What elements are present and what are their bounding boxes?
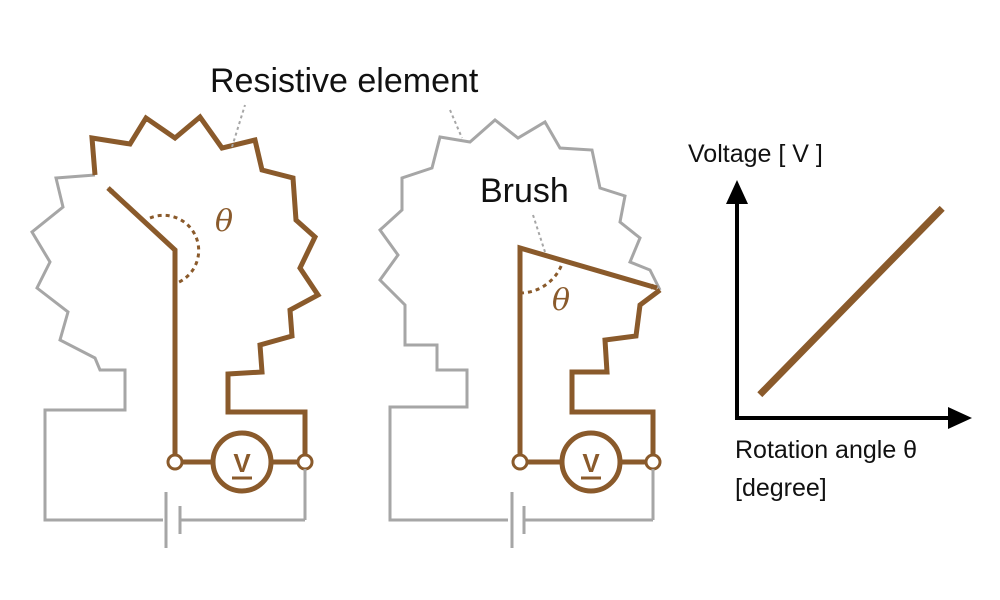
x-axis-arrowhead — [948, 407, 972, 429]
x-axis-label: Rotation angle θ — [735, 436, 918, 464]
left-angle-symbol: θ — [215, 204, 234, 239]
middle-angle-symbol: θ — [552, 283, 571, 318]
resistive-element-leader — [231, 104, 246, 148]
middle-angle-arc — [519, 260, 565, 295]
brush-leader — [532, 214, 546, 253]
left-resistive-active — [89, 113, 322, 460]
left-resistive-inactive — [30, 173, 163, 522]
left-brush — [106, 186, 178, 460]
brush-label: Brush — [480, 172, 569, 210]
left-potentiometer: V — [30, 113, 322, 548]
middle-voltmeter-symbol: V — [582, 448, 600, 478]
middle-voltmeter — [559, 430, 623, 494]
middle-terminal-end — [644, 453, 662, 471]
left-voltmeter — [210, 430, 274, 494]
left-terminal-brush — [166, 453, 184, 471]
middle-potentiometer: V — [378, 118, 662, 548]
resistive-element-label: Resistive element — [210, 62, 479, 100]
series-line — [757, 205, 945, 398]
voltage-graph — [726, 180, 972, 429]
middle-resistive-inactive — [378, 118, 662, 522]
left-terminal-end — [296, 453, 314, 471]
middle-terminal-brush — [511, 453, 529, 471]
left-voltmeter-symbol: V — [233, 448, 251, 478]
y-axis-label: Voltage [ V ] — [688, 140, 823, 168]
middle-resistive-leader — [449, 109, 463, 139]
x-axis-unit-label: [degree] — [735, 474, 827, 502]
middle-resistive-active — [569, 288, 662, 460]
y-axis-arrowhead — [726, 180, 748, 204]
middle-brush — [517, 244, 658, 460]
